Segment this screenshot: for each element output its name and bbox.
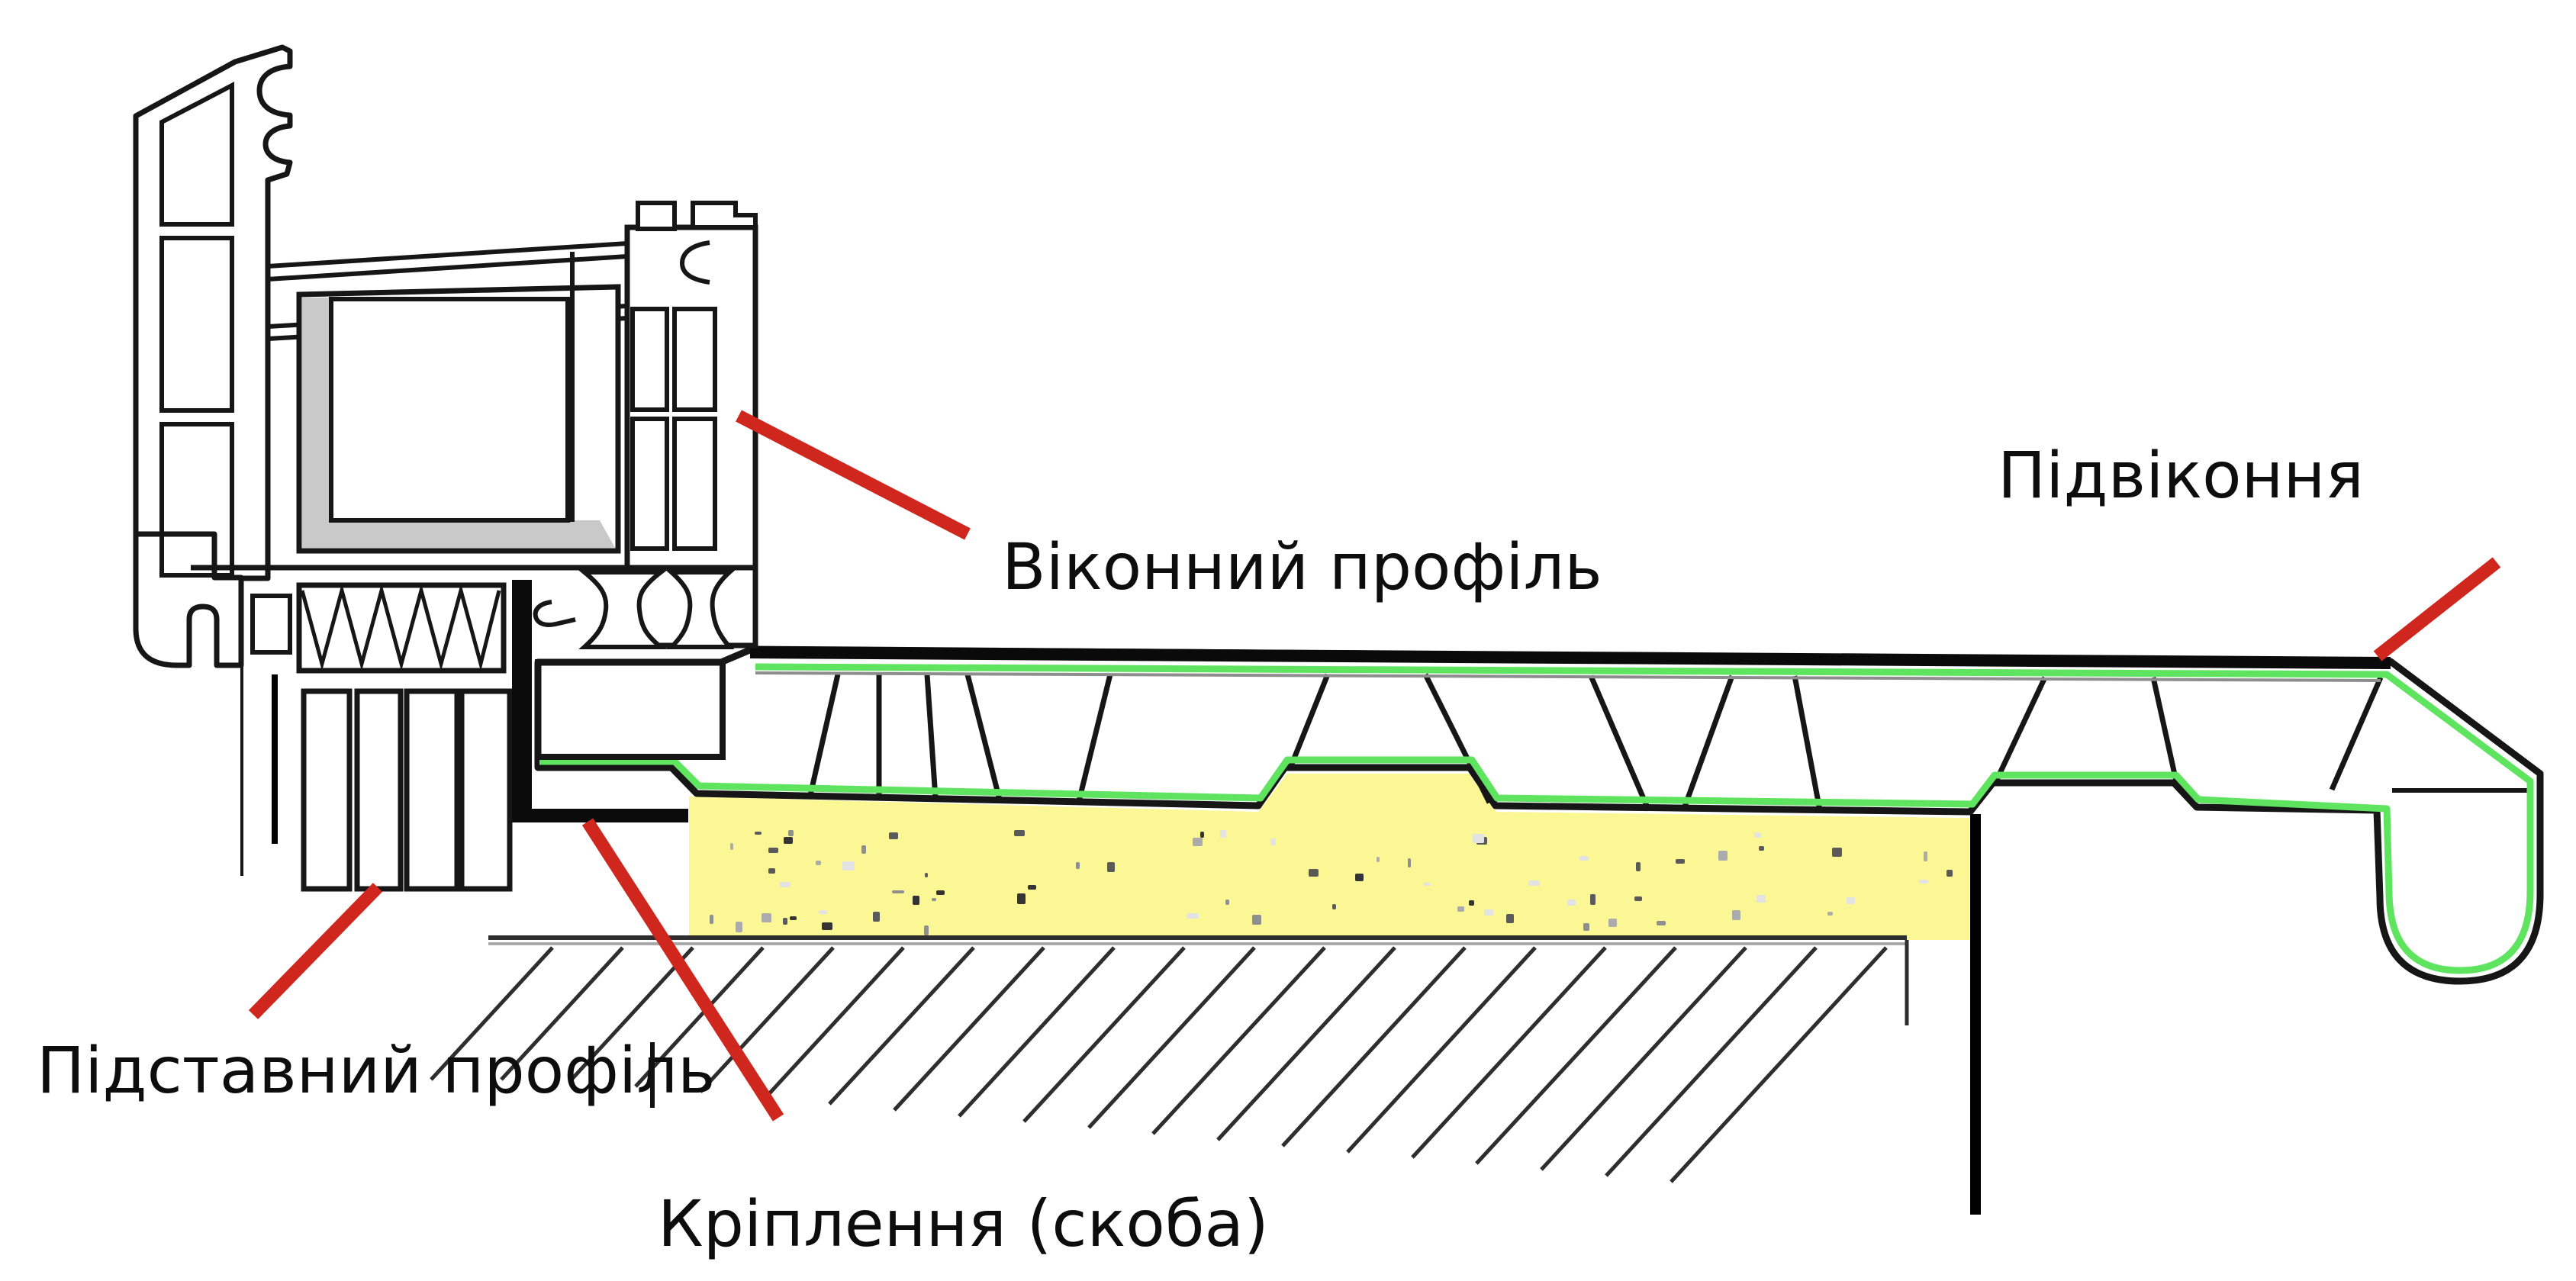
support-small-chamber bbox=[250, 594, 292, 655]
frame-left-unit bbox=[133, 44, 293, 581]
wall-hatch bbox=[430, 814, 1981, 1215]
sill-end-cap bbox=[535, 659, 726, 760]
support-vertical-chambers bbox=[301, 688, 513, 892]
wall-hatch-lines bbox=[430, 946, 1888, 1183]
diagram-labels: Віконний профіль Підвіконня Підставний п… bbox=[37, 438, 2364, 1261]
leader-line-window-sill bbox=[2373, 557, 2501, 661]
foam-body bbox=[689, 774, 1969, 940]
frame-glazing-pocket bbox=[296, 252, 621, 554]
mounting-foam bbox=[689, 774, 1969, 940]
bracket-horizontal-leg bbox=[512, 809, 688, 822]
support-zigzag bbox=[300, 583, 501, 671]
sill-top-inner-edge bbox=[755, 671, 2381, 682]
leader-line-window-profile bbox=[736, 410, 971, 540]
frame-bottom-hook bbox=[533, 600, 576, 627]
foam-speckles bbox=[710, 830, 1953, 935]
fastening-bracket bbox=[512, 580, 688, 822]
leader-line-fastening bbox=[581, 818, 784, 1122]
text-cursor bbox=[650, 1042, 655, 1108]
sill-top-surface bbox=[749, 646, 2391, 669]
frame-hourglass-chamber bbox=[578, 570, 668, 649]
sealant-line bbox=[539, 663, 2534, 974]
window-sill bbox=[534, 645, 2544, 985]
window-frame-profile bbox=[133, 44, 758, 668]
bracket-vertical-leg bbox=[512, 580, 532, 822]
label-support-profile: Підставний профіль bbox=[37, 1033, 715, 1108]
leader-line-support-profile bbox=[248, 883, 383, 1019]
frame-bottom-plate bbox=[191, 565, 755, 649]
label-window-profile: Віконний профіль bbox=[1002, 529, 1602, 604]
annotation-lines bbox=[248, 410, 2501, 1122]
label-fastening: Кріплення (скоба) bbox=[658, 1186, 1269, 1261]
support-profile bbox=[240, 582, 513, 892]
label-window-sill: Підвіконня bbox=[1998, 438, 2364, 513]
frame-hourglass-chamber bbox=[665, 570, 736, 649]
sill-internal-webs bbox=[807, 673, 2384, 811]
frame-left-chambers bbox=[159, 82, 234, 578]
